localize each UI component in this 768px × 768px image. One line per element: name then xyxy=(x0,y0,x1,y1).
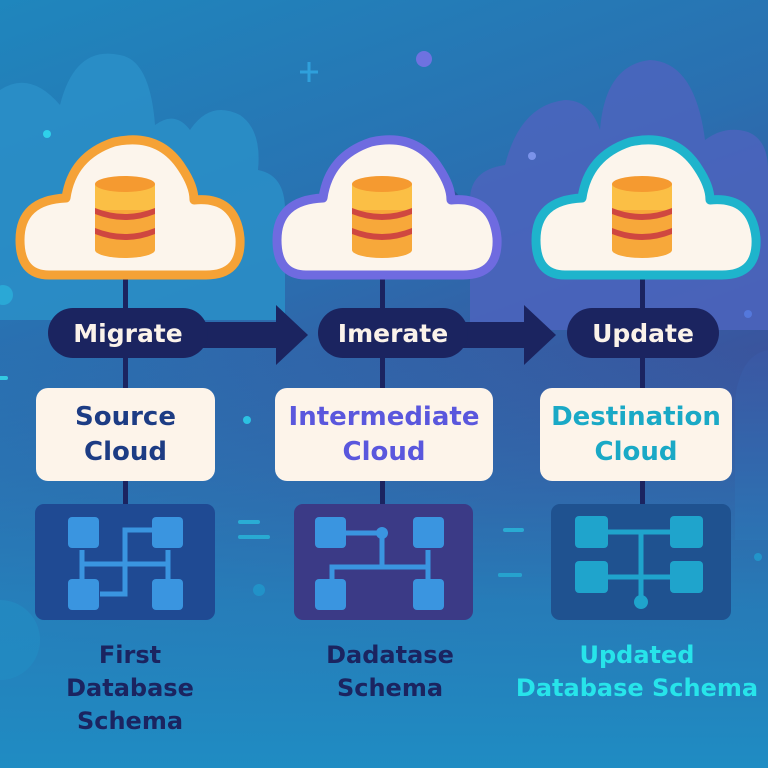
schema-caption-destination: Updated Database Schema xyxy=(512,639,762,705)
database-icon-source xyxy=(95,176,155,258)
schema-diagram-icon-source xyxy=(35,504,215,620)
label-line: Cloud xyxy=(594,436,678,467)
action-label: Imerate xyxy=(337,318,449,348)
caption-line: Database Schema xyxy=(515,674,759,702)
caption-line: Dadatase xyxy=(326,641,454,669)
database-icon-intermediate xyxy=(352,176,412,258)
action-label: Update xyxy=(592,318,694,348)
sparkle-plus-icon xyxy=(300,62,318,82)
caption-line: Updated xyxy=(579,641,695,669)
schema-diagram-icon-intermediate xyxy=(294,504,473,620)
database-icon-destination xyxy=(612,176,672,258)
caption-line: First xyxy=(98,641,162,669)
caption-line: Schema xyxy=(336,674,444,702)
caption-line: Database Schema xyxy=(66,674,194,735)
label-line: Source xyxy=(75,401,176,432)
label-line: Cloud xyxy=(342,436,426,467)
source-cloud-label: Source Cloud xyxy=(36,388,215,481)
label-line: Intermediate xyxy=(288,401,480,432)
action-pill-update[interactable]: Update xyxy=(567,308,719,358)
destination-cloud-label: Destination Cloud xyxy=(540,388,732,481)
sparkle-dot xyxy=(744,310,752,318)
schema-caption-source: First Database Schema xyxy=(10,639,250,738)
action-label: Migrate xyxy=(73,318,183,348)
cloud-row xyxy=(15,135,761,280)
intermediate-cloud-label: Intermediate Cloud xyxy=(275,388,493,481)
label-line: Destination xyxy=(551,401,721,432)
sparkle-dot xyxy=(43,130,51,138)
sparkle-dot xyxy=(0,285,13,305)
sparkle-dot xyxy=(416,51,432,67)
schema-diagram-icon-destination xyxy=(551,504,731,620)
action-pill-imerate[interactable]: Imerate xyxy=(318,308,468,358)
schema-caption-intermediate: Dadatase Schema xyxy=(290,639,490,705)
sparkle-dot xyxy=(528,152,536,160)
label-line: Cloud xyxy=(84,436,167,467)
action-pill-migrate[interactable]: Migrate xyxy=(48,308,208,358)
